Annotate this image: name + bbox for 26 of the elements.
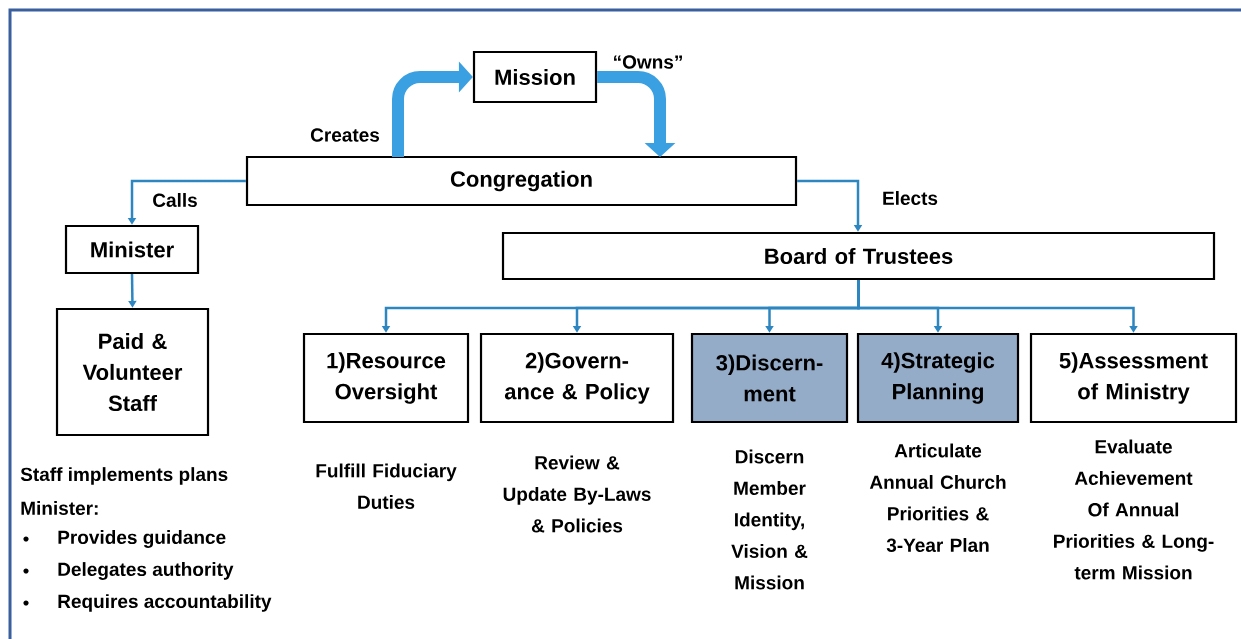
- edge-label: “Owns”: [611, 54, 685, 70]
- org-box: 5)Assessment of Ministry: [1029, 332, 1238, 424]
- edge-label: Elects: [881, 190, 939, 206]
- note-text: Staff implements plans: [20, 467, 228, 485]
- edge-label: Calls: [151, 192, 199, 208]
- org-box: Board of Trustees: [501, 231, 1216, 281]
- description-text: Evaluate Achievement Of Annual Priorities & Long-term Mission: [1054, 439, 1214, 580]
- org-box: Congregation: [245, 155, 798, 207]
- description-text: Review & Update By-Laws & Policies: [503, 455, 651, 533]
- org-box: Paid & Volunteer Staff: [55, 307, 210, 437]
- org-box: 3)Discern- ment: [690, 332, 849, 424]
- arrow: [392, 61, 473, 157]
- org-box: 2)Govern- ance & Policy: [479, 332, 675, 424]
- arrow: [597, 71, 676, 157]
- note-text: Provides guidance: [58, 530, 226, 548]
- org-box: 1)Resource Oversight: [302, 332, 470, 424]
- description-text: Fulfill Fiduciary Duties: [316, 463, 457, 509]
- description-text: Articulate Annual Church Priorities & 3-Year Plan: [869, 443, 1006, 552]
- org-box: 4)Strategic Planning: [856, 332, 1020, 424]
- edge-label: Creates: [309, 127, 381, 143]
- note-text: Delegates authority: [58, 562, 234, 580]
- note-text: Requires accountability: [58, 594, 272, 612]
- org-box: Minister: [64, 224, 200, 275]
- org-box: Mission: [472, 50, 598, 104]
- note-text: Minister:: [21, 501, 98, 515]
- description-text: Discern Member Identity, Vision & Mission: [731, 449, 808, 590]
